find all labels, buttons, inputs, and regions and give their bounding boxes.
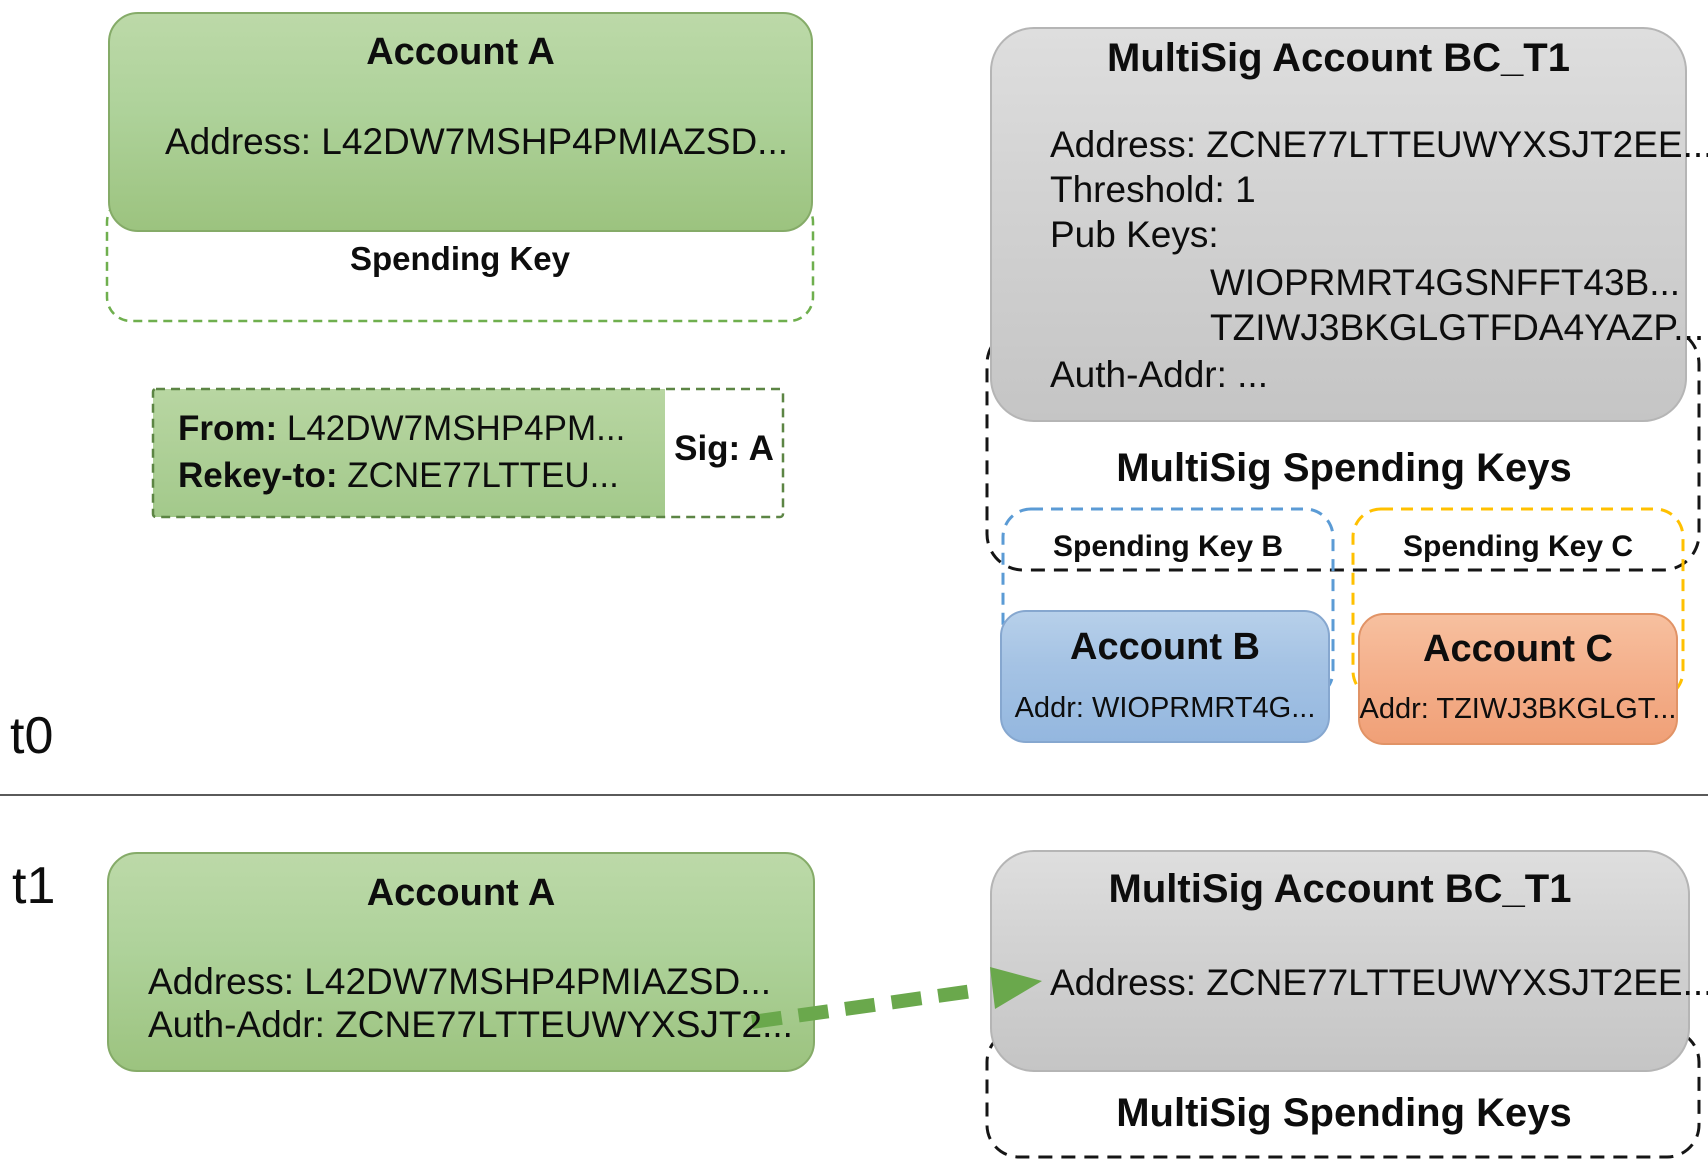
account-a-title-t1: Account A: [366, 872, 556, 914]
multisig-address-t1: Address: ZCNE77LTTEUWYXSJT2EE...: [1050, 962, 1708, 1003]
multisig-spending-keys-label-t0: MultiSig Spending Keys: [1116, 446, 1572, 490]
multisig-pubkeys-label: Pub Keys:: [1050, 214, 1219, 255]
account-c-addr: Addr: TZIWJ3BKGLGT...: [1359, 693, 1677, 725]
t0-label: t0: [10, 707, 54, 765]
t1-label: t1: [12, 857, 56, 915]
account-a-title-t0: Account A: [366, 31, 555, 73]
multisig-threshold: Threshold: 1: [1050, 169, 1256, 210]
from-label: From:: [178, 409, 278, 448]
account-b-addr: Addr: WIOPRMRT4G...: [1014, 692, 1316, 724]
multisig-title-t1: MultiSig Account BC_T1: [1108, 867, 1572, 911]
sig-a-label: Sig: A: [674, 429, 774, 468]
spending-key-b-label: Spending Key B: [1052, 530, 1284, 563]
account-a-auth-addr-t1: Auth-Addr: ZCNE77LTTEUWYXSJT2...: [148, 1004, 793, 1045]
multisig-address-t0: Address: ZCNE77LTTEUWYXSJT2EE...: [1050, 124, 1708, 165]
rekey-from-line: From: L42DW7MSHP4PM...: [178, 406, 625, 452]
multisig-title-t0: MultiSig Account BC_T1: [1107, 36, 1570, 80]
account-b-title: Account B: [1070, 626, 1260, 668]
multisig-auth-addr-t0: Auth-Addr: ...: [1050, 354, 1268, 395]
timeline-divider: [0, 794, 1708, 796]
account-a-box-t0: [108, 12, 813, 232]
multisig-spending-keys-label-t1: MultiSig Spending Keys: [1116, 1091, 1572, 1135]
rekey-to-line: Rekey-to: ZCNE77LTTEU...: [178, 453, 619, 499]
account-a-address-t0: Address: L42DW7MSHP4PMIAZSD...: [165, 121, 789, 162]
multisig-pubkey-1: WIOPRMRT4GSNFFT43B...: [1210, 262, 1681, 303]
account-a-address-t1: Address: L42DW7MSHP4PMIAZSD...: [148, 961, 772, 1002]
rekey-to-label: Rekey-to:: [178, 456, 338, 495]
rekey-to-value: ZCNE77LTTEU...: [337, 456, 619, 495]
multisig-pubkey-2: TZIWJ3BKGLGTFDA4YAZP...: [1210, 307, 1705, 348]
spending-key-c-label: Spending Key C: [1402, 530, 1634, 563]
spending-key-a-label: Spending Key: [349, 240, 571, 277]
from-value: L42DW7MSHP4PM...: [277, 409, 626, 448]
account-a-box-t1: [107, 852, 815, 1072]
account-c-title: Account C: [1423, 628, 1613, 670]
